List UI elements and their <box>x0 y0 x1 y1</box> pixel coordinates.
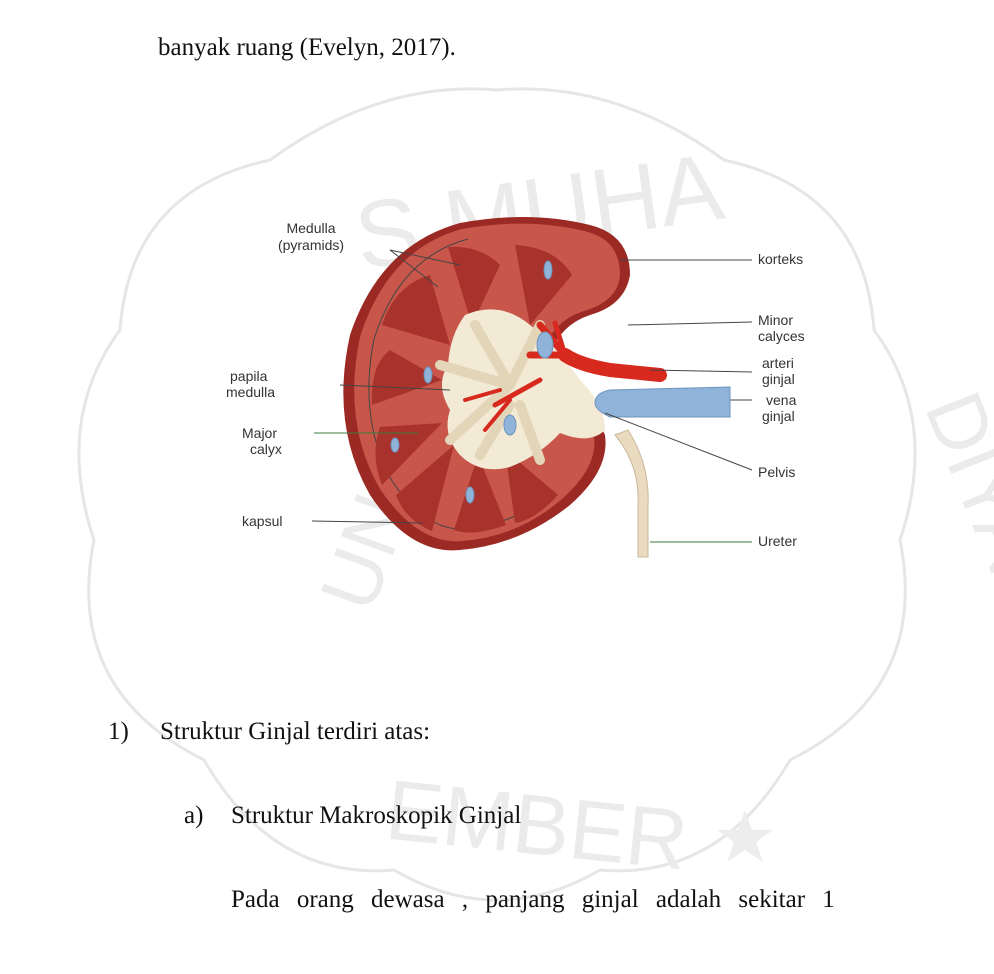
label-major: Major <box>242 425 277 441</box>
sublist-item-marker-a: a) <box>184 802 203 830</box>
paragraph-start: Pada orang dewasa , panjang ginjal adala… <box>231 886 835 914</box>
label-vena-ginjal: ginjal <box>762 408 795 424</box>
watermark-star-icon <box>717 810 773 862</box>
label-arteri: arteri <box>762 355 794 371</box>
label-arteri-ginjal: ginjal <box>762 371 795 387</box>
label-papila-medulla: medulla <box>226 384 275 400</box>
label-calyces: calyces <box>758 328 805 344</box>
sublist-item-a: Struktur Makroskopik Ginjal <box>231 802 521 830</box>
label-minor: Minor <box>758 312 793 328</box>
label-papila: papila <box>230 368 268 384</box>
ureter <box>615 430 648 557</box>
label-pyramids: (pyramids) <box>278 237 344 253</box>
text-line-1: banyak ruang (Evelyn, 2017). <box>158 34 456 62</box>
label-korteks: korteks <box>758 251 803 267</box>
label-medulla: Medulla <box>286 220 335 236</box>
label-ureter: Ureter <box>758 533 797 549</box>
list-item-1: Struktur Ginjal terdiri atas: <box>160 718 430 746</box>
renal-vein <box>595 387 730 417</box>
label-calyx: calyx <box>250 441 282 457</box>
kidney-anatomy-figure: Medulla (pyramids) papila medulla Major … <box>210 205 890 605</box>
watermark-right-text: DIYAH <box>908 380 994 635</box>
label-vena: vena <box>766 392 797 408</box>
list-item-marker-1: 1) <box>108 718 129 746</box>
label-pelvis: Pelvis <box>758 464 795 480</box>
label-kapsul: kapsul <box>242 513 282 529</box>
